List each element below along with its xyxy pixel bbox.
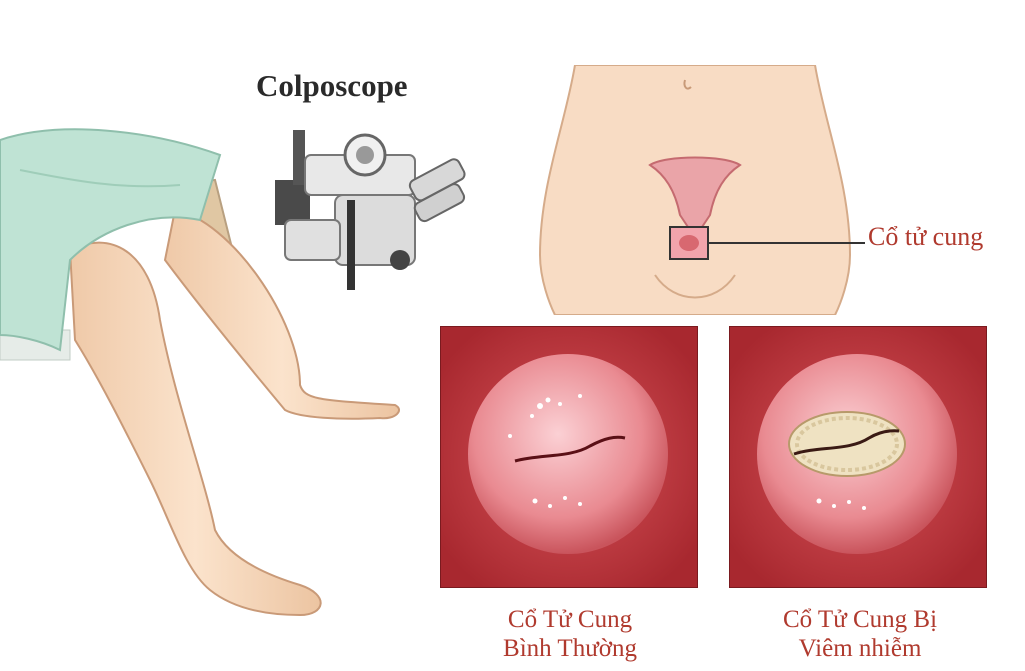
colposcope-icon <box>265 125 480 295</box>
caption-normal-line2: Bình Thường <box>430 634 710 663</box>
caption-inflamed-cervix: Cổ Tử Cung Bị Viêm nhiễm <box>715 605 1005 663</box>
caption-normal-cervix: Cổ Tử Cung Bình Thường <box>430 605 710 663</box>
colposcope-label: Colposcope <box>256 68 446 104</box>
torso-anatomy-illustration <box>525 65 865 315</box>
caption-normal-line1: Cổ Tử Cung <box>430 605 710 634</box>
cervix-callout-label: Cổ tử cung <box>868 222 1018 252</box>
caption-inflamed-line2: Viêm nhiễm <box>715 634 1005 663</box>
normal-cervix-panel <box>440 326 698 588</box>
caption-inflamed-line1: Cổ Tử Cung Bị <box>715 605 1005 634</box>
inflamed-cervix-panel <box>729 326 987 588</box>
inflammation-lesion <box>789 412 905 476</box>
